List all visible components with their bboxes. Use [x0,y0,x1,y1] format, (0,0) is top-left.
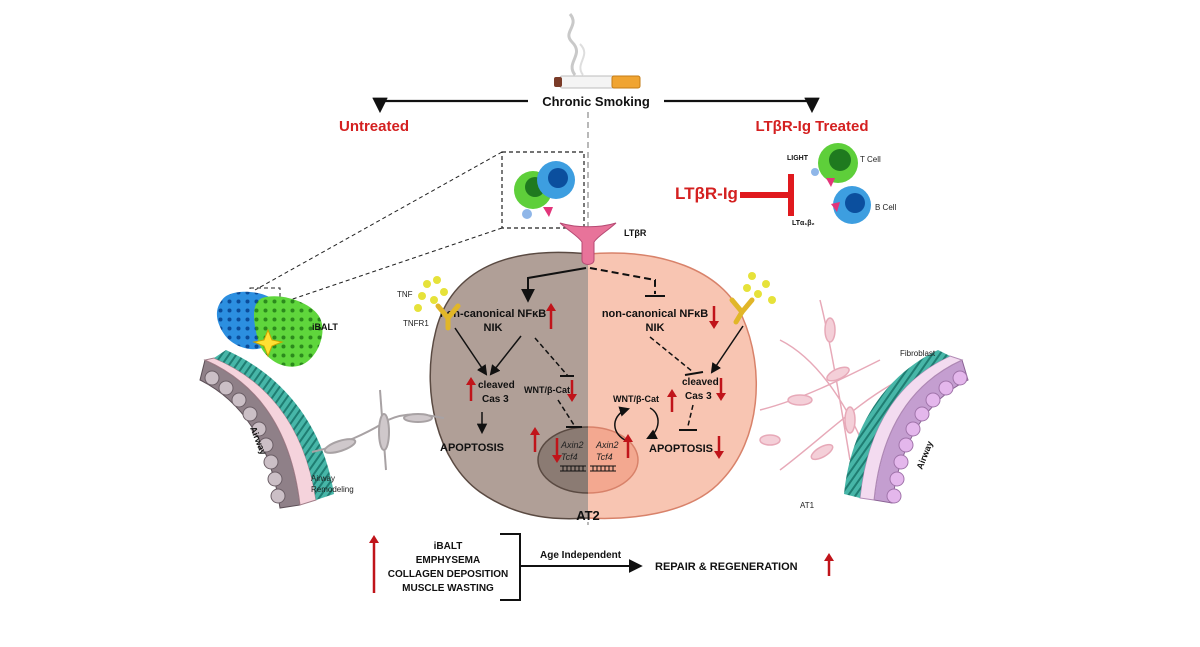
outcome-item: MUSCLE WASTING [402,583,494,594]
airway-remodeling-label: Airway [311,474,335,483]
right-airway-label: Airway [915,440,935,471]
tnf-molecules-icon [414,276,448,312]
left-caspase-up-arrow-icon [466,377,476,401]
right-caspase-label: cleaved [682,377,719,388]
lta-label: LTα₁β₂ [792,220,815,227]
right-pathway-arrows [589,267,744,441]
treatment-panel: LTβR-Ig LIGHT T Cell B Cell LTα₁β₂ [675,143,897,227]
left-apoptosis-label: APOPTOSIS [440,442,504,454]
chronic-smoking-label: Chronic Smoking [542,94,650,109]
light-label: LIGHT [787,155,809,162]
left-nfkb-label: non-canonical NFκB [440,308,546,320]
right-wnt-label: WNT/β-Cat [613,394,659,404]
right-nfkb-label: non-canonical NFκB [602,308,708,320]
right-caspase-down-arrow-icon [716,378,726,401]
b-cell-label: B Cell [875,203,897,212]
left-caspase-label: cleaved [478,380,515,391]
repair-up-arrow-icon [824,553,834,576]
ibalt-cluster-icon [216,291,323,367]
left-gene-down-arrow-icon [552,438,562,463]
left-nfkb-up-arrow-icon [546,303,556,329]
right-tcf4-label: Tcf4 [596,452,613,462]
right-wnt-up-arrow-icon [667,389,677,412]
left-nik-label: NIK [484,322,503,334]
repair-regeneration-label: REPAIR & REGENERATION [655,561,798,573]
left-caspase-label-2: Cas 3 [482,394,509,405]
left-wnt-label: WNT/β-Cat [524,385,570,395]
at2-cell: AT2 [429,251,757,523]
untreated-label: Untreated [339,118,409,135]
right-nik-label: NIK [646,322,665,334]
ltbr-receptor-icon [559,222,617,265]
outcomes-up-arrow-icon [369,535,379,593]
fibroblast-label: Fibroblast [900,349,936,358]
bottom-summary: iBALT EMPHYSEMA COLLAGEN DEPOSITION MUSC… [369,533,834,601]
outcome-item: COLLAGEN DEPOSITION [388,569,509,580]
outcome-item: iBALT [434,541,463,552]
tnfr1-label: TNFR1 [403,319,429,328]
left-apoptosis-up-arrow-icon [530,427,540,452]
left-axin2-label: Axin2 [560,440,584,450]
left-tcf4-label: Tcf4 [561,452,578,462]
right-airway-illustration [844,350,969,504]
tnfr1-receptor-icon [435,303,461,331]
right-apoptosis-down-arrow-icon [714,436,724,459]
right-dna-icon [590,465,616,472]
age-independent-label: Age Independent [540,550,622,561]
right-nfkb-down-arrow-icon [709,306,719,329]
t-cell-label: T Cell [860,155,881,164]
right-axin2-label: Axin2 [595,440,619,450]
airway-remodeling-label-2: Remodeling [311,485,354,494]
at1-label: AT1 [800,501,815,510]
left-fibroblasts-icon [311,389,445,471]
right-tnf-molecules-icon [743,272,776,304]
at2-label: AT2 [576,508,600,523]
lymphocyte-inset [501,151,585,229]
ltbr-label: LTβR [624,228,647,238]
left-airway-illustration [199,350,334,509]
cigarette-icon [554,13,641,89]
left-wnt-down-arrow-icon [567,380,577,402]
outcome-item: EMPHYSEMA [416,555,480,566]
right-tnf-receptor-icon [729,297,755,325]
branch-arrows [372,97,820,114]
ltbr-ig-label: LTβR-Ig [675,184,738,203]
ibalt-label: iBALT [312,322,338,332]
right-apoptosis-label: APOPTOSIS [649,443,713,455]
right-at1-cells-icon [759,299,901,471]
left-pathway-arrows [454,267,587,435]
right-caspase-label-2: Cas 3 [685,391,712,402]
right-gene-up-arrow-icon [623,434,633,458]
left-dna-icon [560,465,586,472]
tnf-label: TNF [397,290,413,299]
treated-label: LTβR-Ig Treated [755,118,868,135]
outcomes-bracket [500,533,521,601]
